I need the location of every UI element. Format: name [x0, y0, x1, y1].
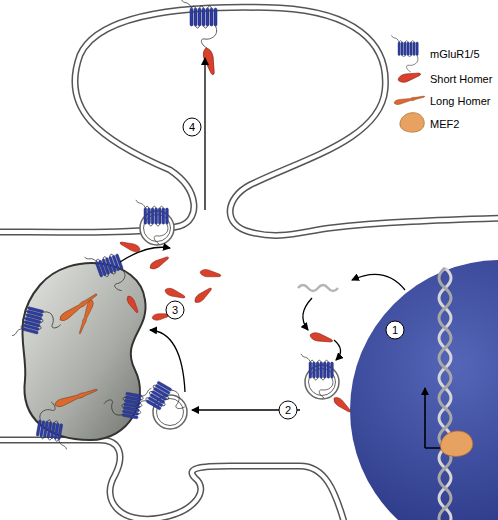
legend-icons: [391, 35, 425, 132]
legend-label: mGluR1/5: [430, 48, 480, 60]
callout-circle: [166, 118, 404, 419]
callout-number: 3: [172, 305, 178, 316]
vesicle: [135, 377, 189, 429]
callout-number: 1: [392, 325, 398, 336]
mrna-strand: [298, 285, 338, 291]
dna-strand: [439, 268, 451, 520]
mef2-protein: [440, 431, 472, 456]
legend-label: Short Homer: [430, 73, 492, 85]
trafficking-arrows: [120, 58, 405, 410]
nucleus: [350, 260, 498, 520]
vesicle: [301, 354, 353, 414]
legend-label: MEF2: [430, 118, 459, 130]
callout-number: 4: [189, 122, 195, 133]
short-homer-pool: [125, 254, 221, 321]
legend-label: Long Homer: [430, 95, 491, 107]
dna-strand: [439, 268, 451, 520]
cell-membrane: [0, 7, 498, 520]
callout-number: 2: [285, 405, 291, 416]
vesicle: [119, 200, 174, 253]
endoplasmic-reticulum: [12, 246, 151, 449]
spine-receptor: [181, 0, 218, 76]
short-homer: [309, 331, 334, 345]
